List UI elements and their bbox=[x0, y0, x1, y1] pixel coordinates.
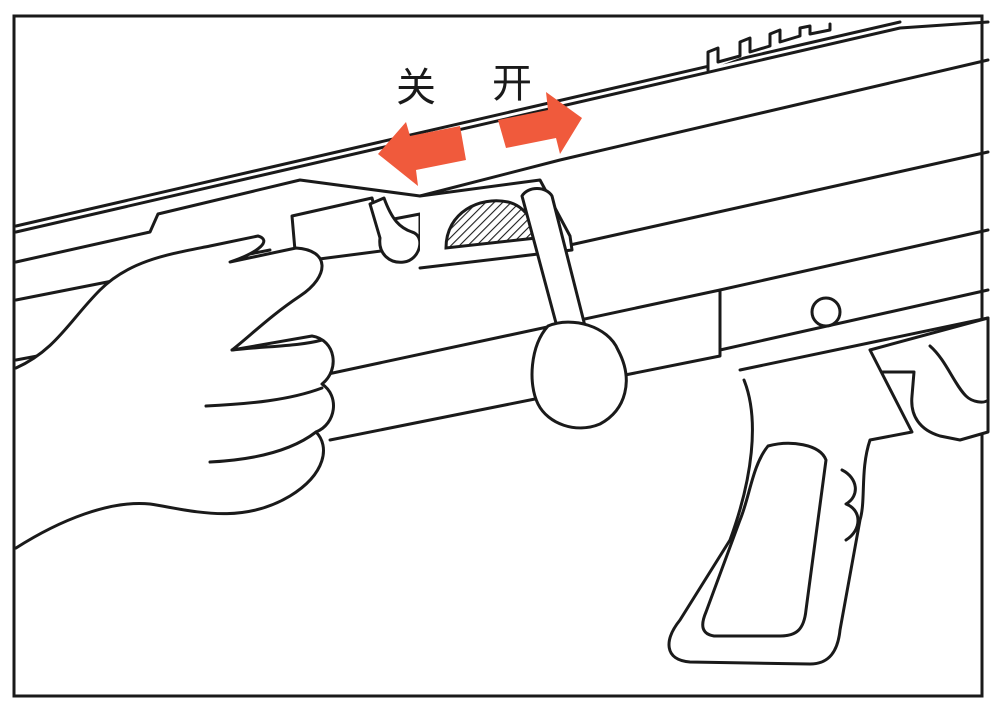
label-close: 关 bbox=[396, 68, 436, 108]
bolt-handle-knob bbox=[532, 322, 626, 428]
takedown-pin bbox=[812, 298, 840, 326]
label-open: 开 bbox=[492, 64, 532, 104]
